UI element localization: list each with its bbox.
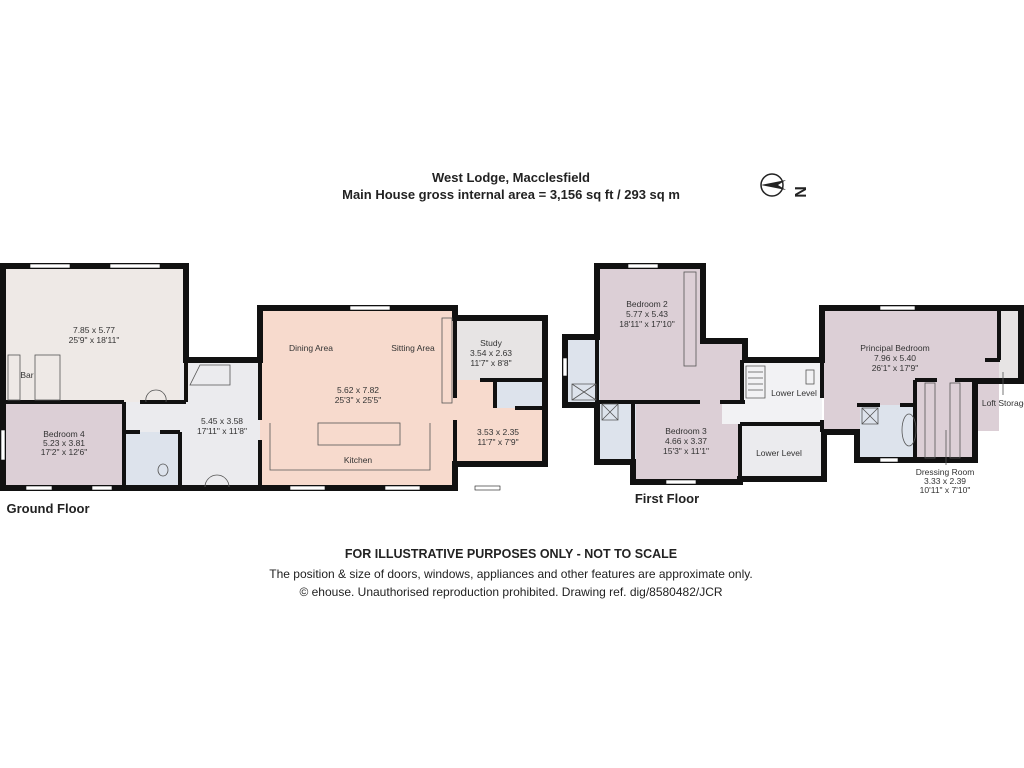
room-label-principal-bedroom: Principal Bedroom xyxy=(860,343,929,353)
room-dimensions-metric: 5.77 x 5.43 xyxy=(626,309,668,319)
room-dimensions-metric: 3.53 x 2.35 xyxy=(477,427,519,437)
room-lower-level xyxy=(742,424,822,476)
copyright: © ehouse. Unauthorised reproduction proh… xyxy=(299,585,722,599)
room-wc xyxy=(124,432,180,488)
first-floor-plan: Bedroom 2 5.77 x 5.43 18'11" x 17'10" Be… xyxy=(562,263,1024,506)
first-floor-label: First Floor xyxy=(635,491,699,506)
room-label-kitchen: Kitchen xyxy=(344,455,373,465)
room-lower-level-upper xyxy=(742,362,822,400)
room-dimensions-metric: 7.96 x 5.40 xyxy=(874,353,916,363)
room-dimensions-metric: 5.45 x 3.58 xyxy=(201,416,243,426)
room-label-study: Study xyxy=(480,338,502,348)
footer-note: The position & size of doors, windows, a… xyxy=(269,567,752,581)
room-dimensions-metric: 3.33 x 2.39 xyxy=(924,476,966,486)
room-label-lower-level-2: Lower Level xyxy=(756,448,802,458)
room-study xyxy=(455,318,545,380)
room-loft-storage xyxy=(999,311,1021,381)
room-bathroom xyxy=(860,405,915,460)
room-label-lower-level: Lower Level xyxy=(771,388,817,398)
room-dimensions-metric: 7.85 x 5.77 xyxy=(73,325,115,335)
room-label-bar: Bar xyxy=(20,370,33,380)
room-label-bedroom-2: Bedroom 2 xyxy=(626,299,668,309)
plan-title: West Lodge, Macclesfield xyxy=(432,170,590,185)
room-dimensions-metric: 4.66 x 3.37 xyxy=(665,436,707,446)
plan-subtitle: Main House gross internal area = 3,156 s… xyxy=(342,187,680,202)
room-dimensions-imperial: 26'1" x 17'9" xyxy=(872,363,919,373)
room-bedroom-4 xyxy=(3,402,124,488)
room-lobby xyxy=(455,380,495,408)
ground-floor-label: Ground Floor xyxy=(6,501,89,516)
room-bedroom-2 xyxy=(600,269,742,400)
room-dimensions-imperial: 17'2" x 12'6" xyxy=(41,447,88,457)
room-label-loft-storage: Loft Storage xyxy=(982,398,1024,408)
room-dimensions-imperial: 25'9" x 18'11" xyxy=(69,335,120,345)
room-dimensions-imperial: 25'3" x 25'5" xyxy=(335,395,382,405)
room-living xyxy=(3,266,186,402)
room-dimensions-imperial: 18'11" x 17'10" xyxy=(619,319,674,329)
room-dimensions-imperial: 11'7" x 7'9" xyxy=(477,437,518,447)
room-label-dressing-room: Dressing Room xyxy=(916,467,975,477)
room-dimensions-metric: 5.23 x 3.81 xyxy=(43,438,85,448)
room-dimensions-metric: 5.62 x 7.82 xyxy=(337,385,379,395)
north-arrow-icon: N xyxy=(760,173,810,198)
room-label-bedroom-3: Bedroom 3 xyxy=(665,426,707,436)
room-kitchen xyxy=(260,308,455,488)
room-label-dining-area: Dining Area xyxy=(289,343,333,353)
room-dimensions-metric: 3.54 x 2.63 xyxy=(470,348,512,358)
room-dimensions-imperial: 15'3" x 11'1" xyxy=(663,446,709,456)
room-label-sitting-area: Sitting Area xyxy=(391,343,435,353)
room-dressing-room xyxy=(915,380,975,460)
ground-floor-plan: 7.85 x 5.77 25'9" x 18'11" Bar Bedroom 4… xyxy=(0,263,548,516)
room-dimensions-imperial: 10'11" x 7'10" xyxy=(920,485,971,495)
disclaimer: FOR ILLUSTRATIVE PURPOSES ONLY - NOT TO … xyxy=(345,547,677,561)
room-utility xyxy=(455,408,545,464)
room-dimensions-imperial: 17'11" x 11'8" xyxy=(197,426,247,436)
room-label-bedroom-4: Bedroom 4 xyxy=(43,429,85,439)
north-label: N xyxy=(793,186,810,198)
room-inner-hall xyxy=(124,402,180,432)
room-wc-2 xyxy=(495,380,545,408)
room-hall xyxy=(180,360,260,488)
room-dimensions-imperial: 11'7" x 8'8" xyxy=(470,358,511,368)
